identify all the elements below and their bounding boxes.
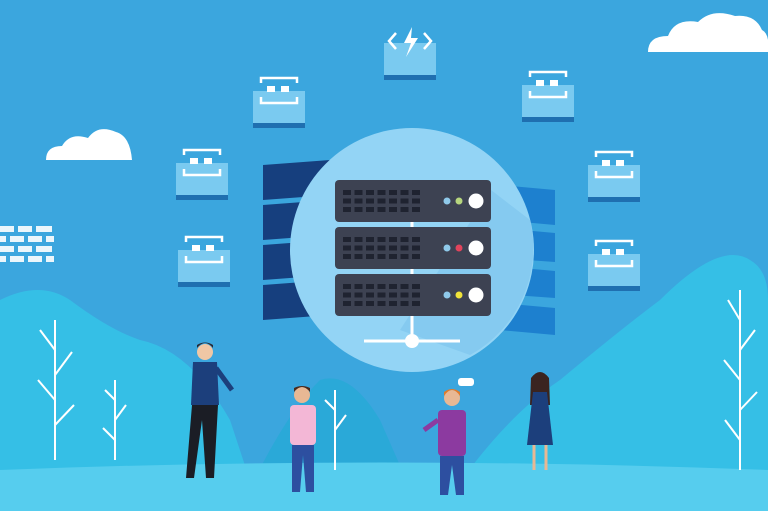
- server-unit: [335, 227, 491, 269]
- vent-slot: [354, 245, 363, 251]
- vent-slot: [412, 284, 420, 289]
- cloud-icon: [46, 129, 132, 160]
- vent-slot: [377, 284, 386, 289]
- vent-slot: [389, 284, 397, 289]
- vent-slot: [343, 254, 351, 259]
- network-connector: [364, 222, 460, 348]
- vent-slot: [354, 207, 363, 212]
- vent-slot: [389, 254, 397, 259]
- vent-slot: [389, 207, 397, 212]
- person-woman-dress: [527, 372, 553, 470]
- status-led: [455, 244, 463, 252]
- plant-icon: [37, 290, 758, 470]
- list-tree-icon: [176, 148, 228, 200]
- vent-slot: [343, 284, 351, 289]
- vent-slot: [389, 237, 397, 242]
- robot-face-icon: [253, 76, 305, 128]
- vent-slot: [377, 254, 386, 259]
- vent-slot: [400, 284, 409, 289]
- status-led: [455, 197, 463, 205]
- status-led: [443, 244, 451, 252]
- lightning-code-icon: [384, 27, 436, 80]
- ground: [0, 462, 768, 511]
- person-pink-shirt: [290, 386, 316, 492]
- disk-hexagon-icon: [588, 239, 640, 291]
- vent-slot: [366, 254, 374, 259]
- vent-slot: [400, 292, 409, 298]
- vent-slot: [377, 245, 386, 251]
- vent-slot: [354, 198, 363, 204]
- power-button-icon: [468, 240, 484, 256]
- server-unit: [335, 274, 491, 316]
- vent-slot: [354, 254, 363, 259]
- cloud-icon: [648, 13, 768, 52]
- vent-slot: [400, 198, 409, 204]
- vent-slot: [366, 198, 374, 204]
- vent-slot: [400, 190, 409, 195]
- vent-slot: [377, 190, 386, 195]
- status-led: [443, 197, 451, 205]
- hill-right: [440, 255, 768, 511]
- vent-slot: [343, 237, 351, 242]
- grid-blocks-icon: [522, 70, 574, 122]
- vent-slot: [377, 237, 386, 242]
- vent-slot: [412, 254, 420, 259]
- vent-slot: [400, 207, 409, 212]
- vent-slot: [412, 301, 420, 306]
- power-button-icon: [468, 287, 484, 303]
- vent-slot: [412, 198, 420, 204]
- vent-slot: [412, 245, 420, 251]
- vent-slot: [377, 198, 386, 204]
- vent-slot: [343, 245, 351, 251]
- vent-slot: [400, 245, 409, 251]
- vent-slot: [412, 237, 420, 242]
- branch-arrows-icon: [178, 235, 230, 287]
- vent-slot: [412, 292, 420, 298]
- vent-slot: [343, 198, 351, 204]
- server-unit: [335, 180, 491, 222]
- vent-slot: [354, 292, 363, 298]
- vent-slot: [366, 237, 374, 242]
- vent-slot: [389, 245, 397, 251]
- vent-slot: [377, 207, 386, 212]
- vent-slot: [366, 292, 374, 298]
- brick-wall-icon: [0, 226, 54, 262]
- vent-slot: [389, 190, 397, 195]
- vent-slot: [400, 301, 409, 306]
- vent-slot: [354, 190, 363, 195]
- vent-slot: [389, 292, 397, 298]
- vent-slot: [343, 190, 351, 195]
- vent-slot: [366, 190, 374, 195]
- vent-slot: [366, 284, 374, 289]
- vent-slot: [412, 190, 420, 195]
- vent-slot: [366, 207, 374, 212]
- power-button-icon: [468, 193, 484, 209]
- vent-slot: [412, 207, 420, 212]
- vent-slot: [343, 207, 351, 212]
- vent-slot: [354, 301, 363, 306]
- vent-slot: [343, 292, 351, 298]
- vent-slot: [377, 292, 386, 298]
- vent-slot: [400, 254, 409, 259]
- vent-slot: [354, 284, 363, 289]
- status-led: [455, 291, 463, 299]
- speech-bubble-icon: [458, 378, 474, 386]
- vent-slot: [400, 237, 409, 242]
- vent-slot: [389, 198, 397, 204]
- vent-slot: [366, 301, 374, 306]
- vent-slot: [377, 301, 386, 306]
- status-led: [443, 291, 451, 299]
- person-man-pointing: [186, 342, 235, 478]
- vent-slot: [343, 301, 351, 306]
- json-network-icon: [588, 150, 640, 202]
- vent-slot: [389, 301, 397, 306]
- person-purple-shirt: [422, 378, 474, 495]
- vent-slot: [354, 237, 363, 242]
- vent-slot: [366, 245, 374, 251]
